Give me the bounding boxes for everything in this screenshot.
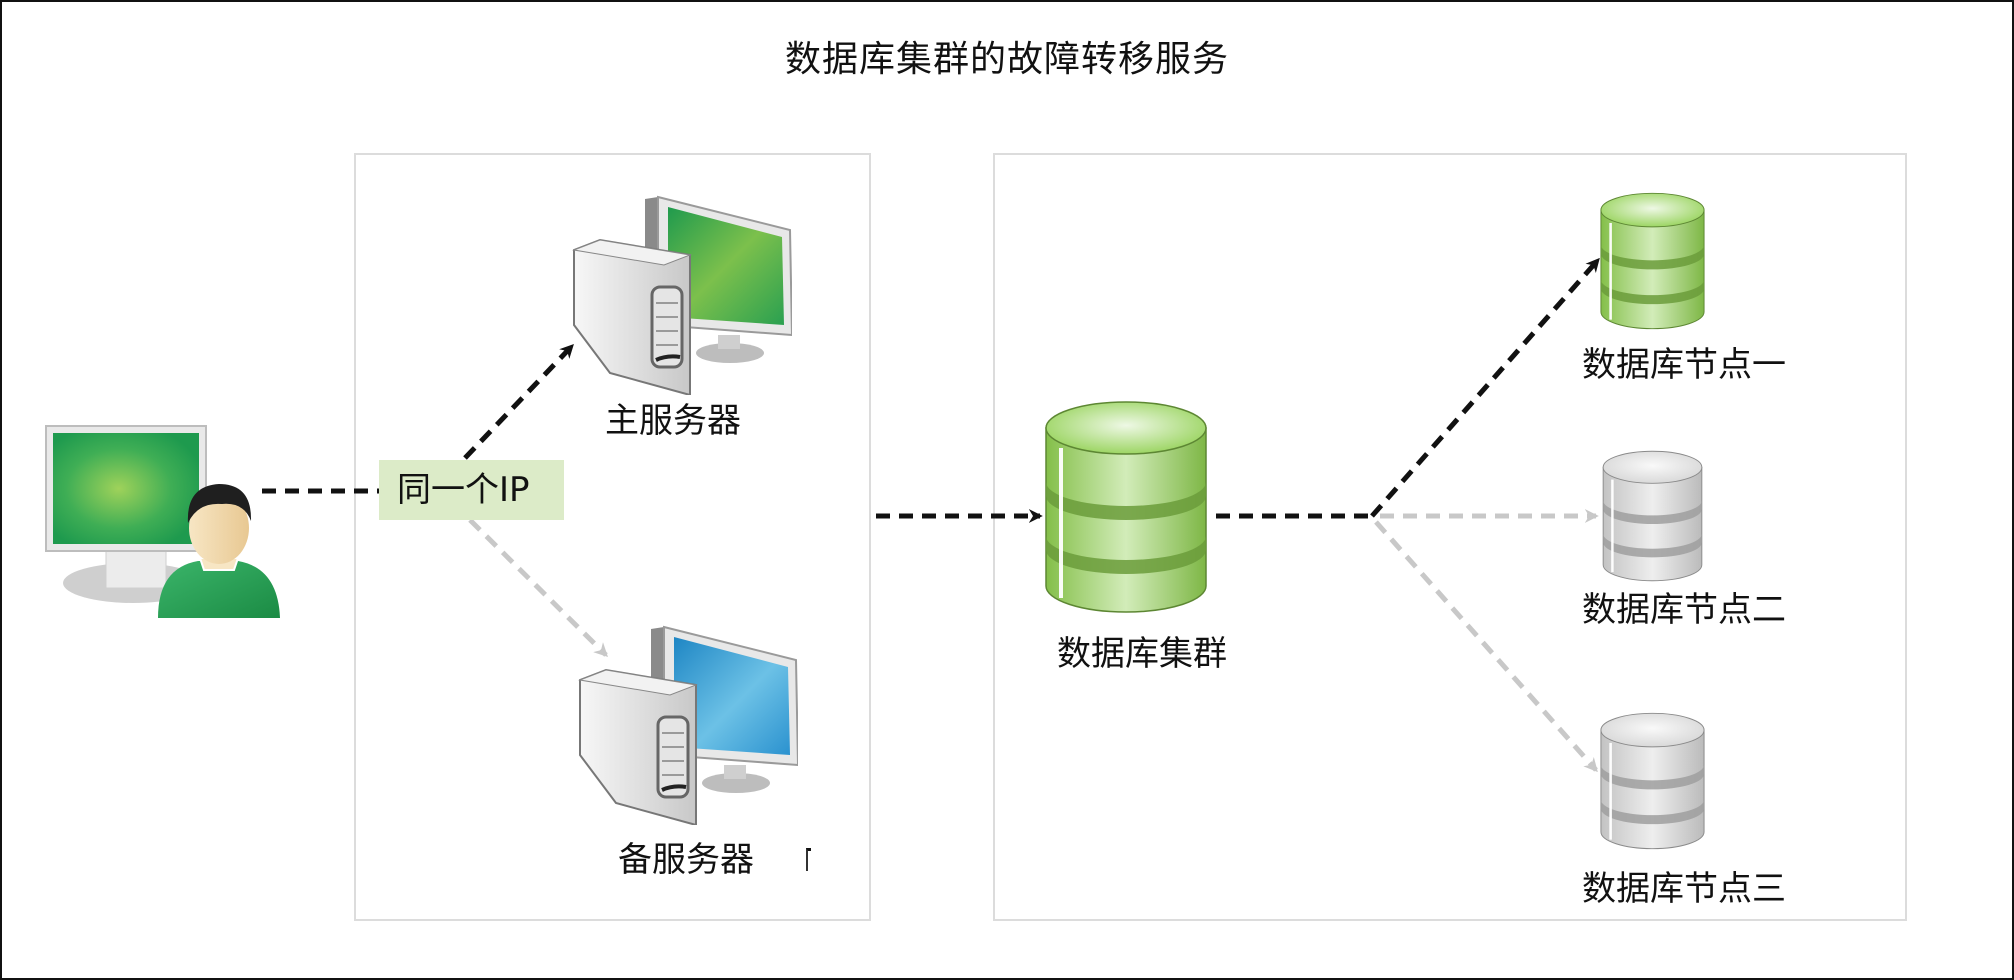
database-node2-icon <box>1602 450 1703 582</box>
edge-cluster-node3 <box>1374 520 1598 773</box>
database-node3-icon <box>1600 712 1705 850</box>
primary-server-label: 主服务器 <box>605 401 741 441</box>
same-ip-label: 同一个IP <box>379 460 564 520</box>
database-node2-label: 数据库节点二 <box>1582 590 1786 630</box>
diagram-title: 数据库集群的故障转移服务 <box>784 39 1229 80</box>
database-cluster-icon <box>1045 401 1207 613</box>
backup-server-label: 备服务器 <box>618 840 754 880</box>
edge-ip-primary <box>463 343 574 460</box>
edge-ip-backup <box>468 518 608 657</box>
database-cluster-label: 数据库集群 <box>1057 634 1227 674</box>
primary-server-icon <box>572 195 792 395</box>
database-node1-label: 数据库节点一 <box>1582 345 1786 385</box>
edge-cluster-node1 <box>1370 257 1600 518</box>
backup-server-icon <box>578 625 798 825</box>
user-workstation-icon <box>45 425 280 618</box>
database-node1-icon <box>1600 192 1705 330</box>
database-node3-label: 数据库节点三 <box>1582 869 1786 909</box>
stray-mark <box>806 848 811 871</box>
